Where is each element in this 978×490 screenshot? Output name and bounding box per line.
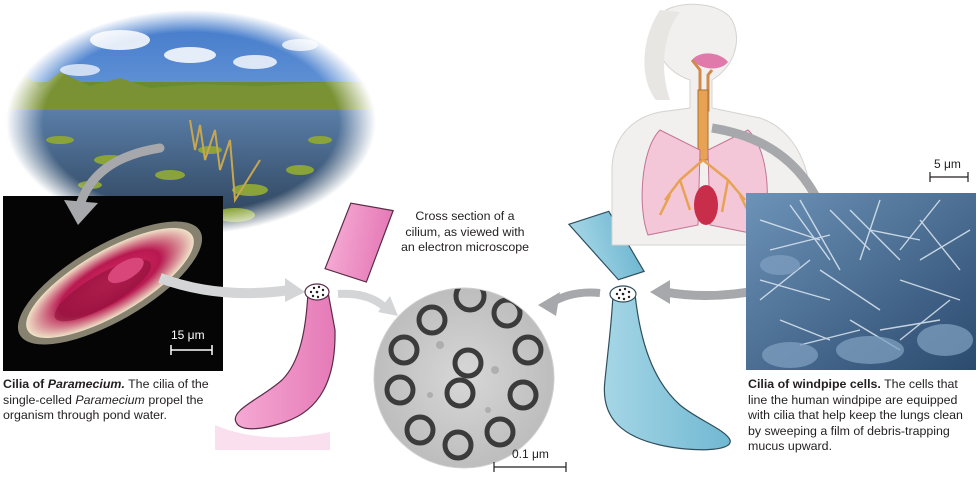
paramecium-caption-title: Cilia of <box>3 377 48 391</box>
windpipe-caption-body: The cells that line the human windpipe a… <box>748 377 963 453</box>
cross-section-label: Cross section of a cilium, as viewed wit… <box>385 209 545 256</box>
pond-photo <box>0 0 380 240</box>
windpipe-scale-label: 5 μm <box>934 157 961 171</box>
cross-section-label-line-3: an electron microscope <box>400 240 530 254</box>
windpipe-cilia-micrograph <box>746 193 976 370</box>
windpipe-caption-title: Cilia of windpipe cells. <box>748 377 881 391</box>
pond-to-paramecium-arrow <box>75 143 165 210</box>
paramecium-caption-body: The cilia of the single-celled <box>3 377 209 407</box>
paramecium-caption-body-italic: Paramecium <box>75 392 145 407</box>
cross-section-micrograph <box>373 287 555 469</box>
paramecium-to-cilium-arrow <box>158 273 291 299</box>
paramecium-scale-label: 15 μm <box>171 328 205 342</box>
cross-section-label-line-1: Cross section of a <box>415 209 515 223</box>
pink-cilium <box>215 202 394 450</box>
windpipe-caption: Cilia of windpipe cells. The cells that … <box>748 377 976 455</box>
paramecium-caption: Cilia of Paramecium. The cilia of the si… <box>3 377 218 424</box>
paramecium-caption-body-end: propel the organism through pond water. <box>3 392 204 423</box>
blue-cilium <box>567 210 731 451</box>
cross-section-label-line-2: cilium, as viewed with <box>405 224 525 239</box>
paramecium-caption-title-italic: Paramecium. <box>47 377 125 391</box>
cross-section-scale-label: 0.1 μm <box>512 447 549 461</box>
